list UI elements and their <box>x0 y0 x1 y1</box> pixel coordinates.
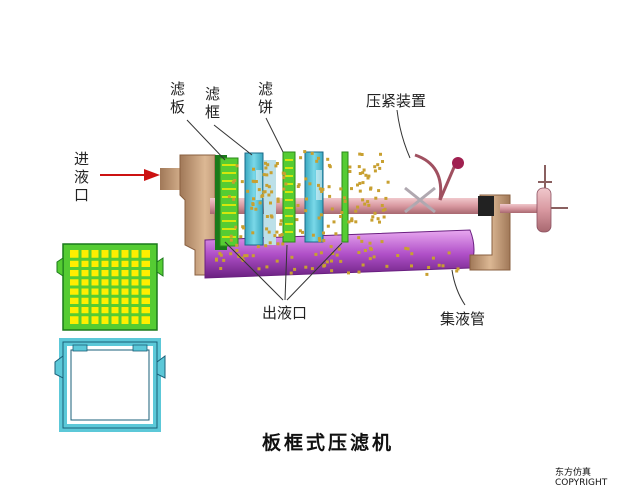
label-inlet: 进液口 <box>74 150 90 204</box>
frame-illustration <box>54 338 166 432</box>
leader-outlet-1 <box>224 241 284 301</box>
label-filter-frame: 滤框 <box>205 85 221 121</box>
frame-1-window <box>256 170 262 200</box>
plate-illustration <box>56 243 164 331</box>
press-lever-arm <box>438 164 457 201</box>
press-knob <box>452 157 464 169</box>
copyright-text: 东方仿真COPYRIGHT <box>555 468 608 488</box>
leader-collector <box>451 269 466 306</box>
leader-cake <box>265 117 284 153</box>
label-filter-plate: 滤板 <box>170 80 186 116</box>
press-lever <box>414 153 443 201</box>
leader-frame <box>213 124 253 156</box>
screw-rod <box>500 204 545 213</box>
label-collector: 集液管 <box>440 310 486 328</box>
leader-plate <box>186 119 226 161</box>
inlet-arrow-head <box>144 169 160 181</box>
label-filter-cake: 滤饼 <box>258 80 274 116</box>
leader-outlet-3 <box>286 242 343 301</box>
diagram-title: 板框式压滤机 <box>262 432 395 454</box>
leader-press <box>396 109 411 159</box>
screw-wheel <box>536 187 552 233</box>
slurry-particles <box>215 150 460 276</box>
press-valve <box>404 186 436 214</box>
leader-outlet-2 <box>284 244 288 301</box>
label-press-device: 压紧装置 <box>366 92 427 110</box>
label-outlet: 出液口 <box>262 304 308 322</box>
plate-1 <box>215 155 239 250</box>
press-block <box>478 196 494 216</box>
